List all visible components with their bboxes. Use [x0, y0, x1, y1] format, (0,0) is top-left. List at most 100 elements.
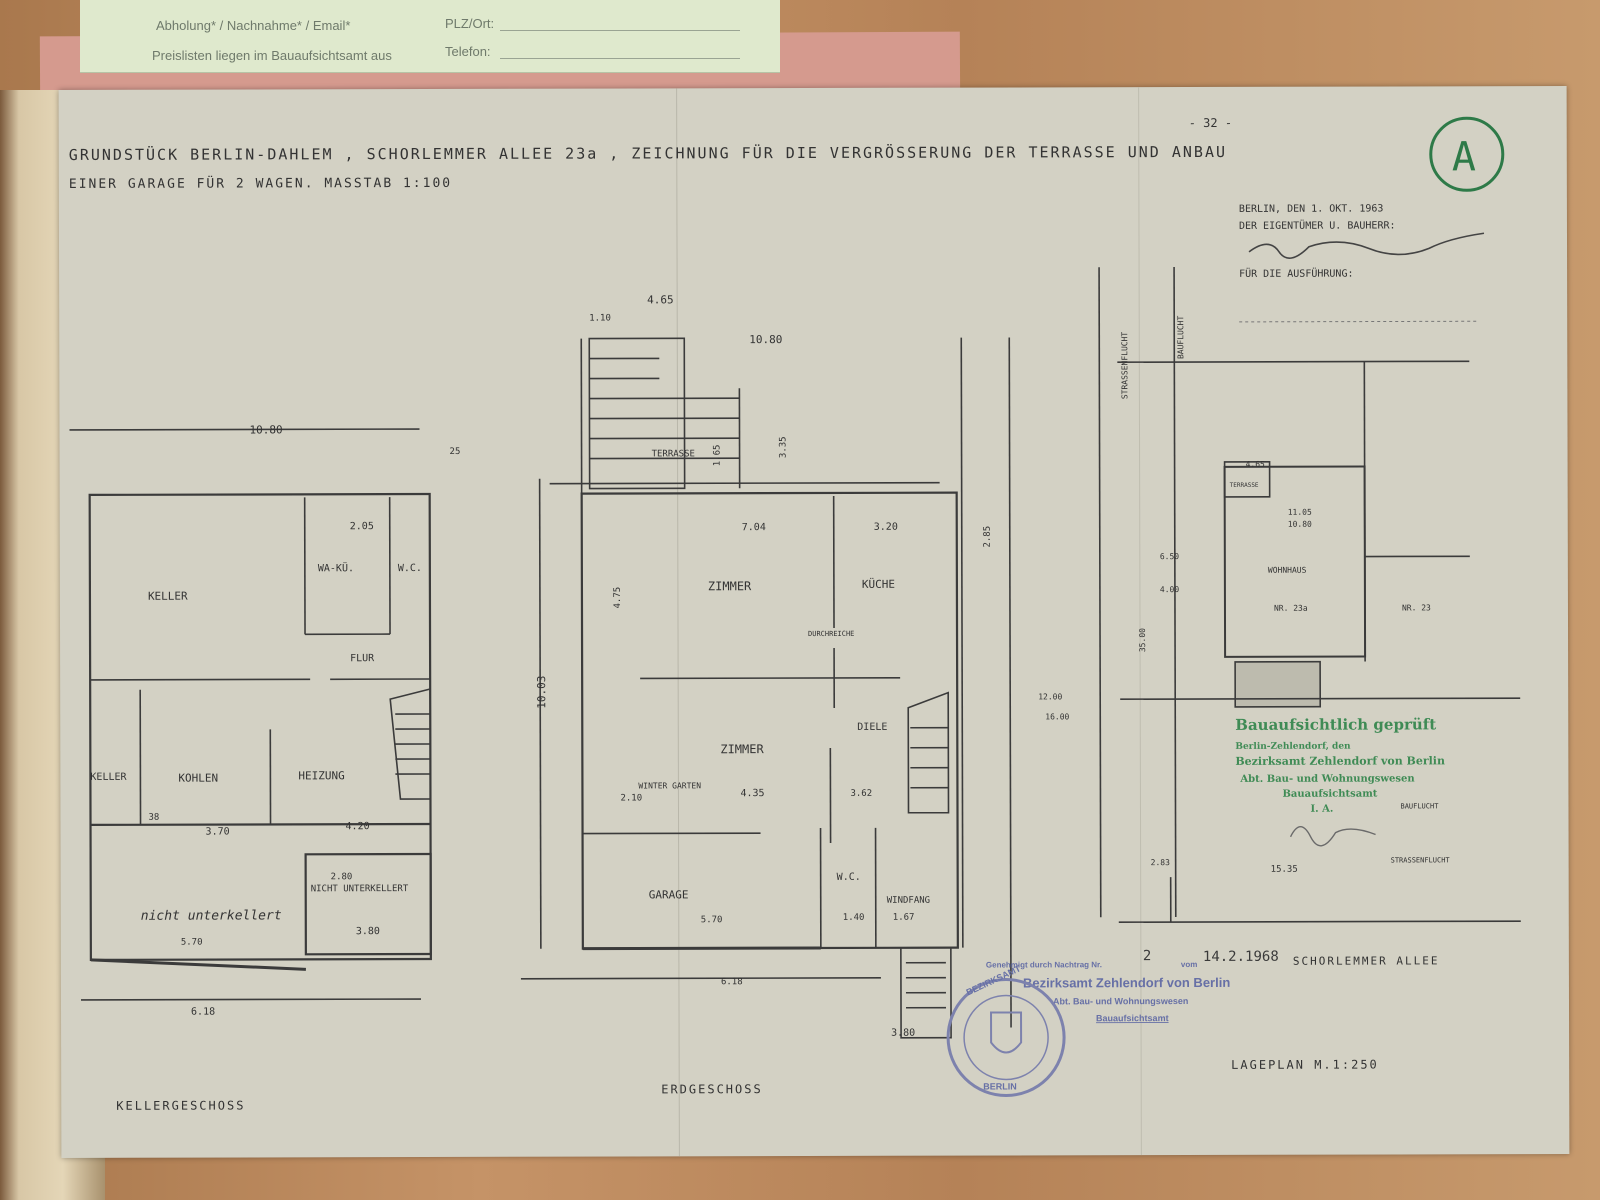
lp-dim-1105: 11.05: [1288, 508, 1312, 517]
stamp-letter: A: [1452, 134, 1476, 180]
keller-room-wc: W.C.: [398, 563, 422, 574]
eg-dim-210: 2.10: [620, 793, 642, 803]
lp-wohnhaus: WOHNHAUS: [1268, 566, 1307, 575]
supplement-stamp-authority: Bauaufsichtsamt: [1096, 1013, 1169, 1023]
supplement-stamp-label: Genehmigt durch Nachtrag Nr.: [986, 960, 1102, 969]
approval-stamp-ia: I. A.: [1310, 804, 1333, 815]
lp-dim-3500: 35.00: [1138, 628, 1147, 652]
supplement-stamp: Genehmigt durch Nachtrag Nr. 2 vom 14.2.…: [986, 948, 1279, 1023]
keller-dim-25: 25: [450, 447, 461, 457]
eg-dim-704: 7.04: [742, 522, 766, 533]
eg-dim-1003: 10.03: [535, 676, 548, 709]
signature-date: BERLIN, DEN 1. OKT. 1963: [1239, 204, 1384, 215]
lp-dim-283: 2.83: [1151, 858, 1170, 867]
eg-dim-320: 3.20: [874, 522, 898, 533]
keller-room-waku: WA-KÜ.: [318, 561, 354, 574]
eg-dim-465: 4.65: [647, 293, 674, 306]
keller-handnote: nicht unterkellert: [141, 908, 282, 923]
lp-dim-465: 4.65: [1246, 460, 1265, 469]
supplement-stamp-dept: Abt. Bau- und Wohnungswesen: [1053, 996, 1188, 1006]
lp-dim-1535: 15.35: [1271, 865, 1298, 875]
keller-room-keller: KELLER: [148, 590, 188, 603]
eg-room-zimmer-2: ZIMMER: [720, 742, 764, 756]
keller-dim-380: 3.80: [356, 926, 380, 937]
eg-dim-285: 2.85: [983, 526, 993, 548]
lp-nr-23a: NR. 23a: [1274, 604, 1308, 613]
eg-dim-165: 1.65: [713, 445, 723, 467]
lp-dim-400: 4.00: [1160, 585, 1179, 594]
lp-bauflucht-h: BAUFLUCHT: [1400, 802, 1439, 810]
page-number: - 32 -: [1189, 116, 1232, 130]
lp-title: LAGEPLAN M.1:250: [1231, 1058, 1379, 1072]
lp-street-name: SCHORLEMMER ALLEE: [1293, 954, 1440, 967]
eg-dim-380: 3.80: [891, 1028, 915, 1039]
slip-label-telefon: Telefon:: [445, 44, 491, 59]
slip-line-delivery: Abholung* / Nachnahme* / Email*: [156, 18, 351, 33]
floor-plan-drawing: GRUNDSTÜCK BERLIN-DAHLEM , SCHORLEMMER A…: [69, 87, 1521, 1157]
eg-dim-435: 4.35: [740, 788, 764, 799]
lp-dim-1200: 12.00: [1038, 692, 1062, 701]
eg-room-terrasse: TERRASSE: [652, 449, 695, 459]
owner-signature: [1248, 232, 1485, 259]
lp-strassenflucht-v: STRASSENFLUCHT: [1120, 332, 1129, 400]
keller-dim-width: 10.80: [249, 423, 282, 436]
keller-room-flur: FLUR: [350, 653, 375, 664]
keller-room-kohlen: KOHLEN: [178, 772, 218, 785]
lp-terrasse: TERRASSE: [1230, 482, 1259, 489]
keller-room-heizung: HEIZUNG: [298, 769, 344, 782]
slip-label-plz: PLZ/Ort:: [445, 16, 495, 31]
seal-bear-shield-icon: [990, 1011, 1023, 1054]
keller-dim-570: 5.70: [181, 938, 203, 948]
eg-room-garage: GARAGE: [649, 888, 689, 901]
keller-dim-38: 38: [148, 813, 159, 823]
keller-dim-370: 3.70: [206, 827, 230, 838]
approval-stamp-office: Bezirksamt Zehlendorf von Berlin: [1235, 754, 1445, 768]
eg-dim-110: 1.10: [589, 314, 611, 324]
eg-dim-362: 3.62: [850, 789, 872, 799]
approval-stamp: Bauaufsichtlich geprüft Berlin-Zehlendor…: [1235, 715, 1445, 847]
eg-room-diele: DIELE: [857, 722, 887, 733]
lp-dim-1080: 10.80: [1288, 520, 1312, 529]
stamp-circle-a: [1429, 116, 1505, 192]
keller-room-nicht-unterkellert: NICHT UNTERKELLERT: [311, 884, 409, 894]
keller-title: KELLERGESCHOSS: [116, 1098, 245, 1112]
approval-signature: [1289, 826, 1376, 847]
price-slip: Abholung* / Nachnahme* / Email* Preislis…: [80, 0, 780, 73]
eg-room-windfang: WINDFANG: [887, 896, 930, 906]
drawing-title: GRUNDSTÜCK BERLIN-DAHLEM , SCHORLEMMER A…: [69, 142, 1227, 164]
approval-stamp-date-label: Berlin-Zehlendorf, den: [1235, 742, 1351, 752]
keller-dim-618: 6.18: [191, 1007, 215, 1018]
slip-line-pricelist: Preislisten liegen im Bauaufsichtsamt au…: [152, 48, 392, 63]
eg-dim-570: 5.70: [701, 915, 723, 925]
eg-room-wc: W.C.: [837, 872, 861, 883]
eg-dim-335: 3.35: [779, 436, 789, 458]
seal-text-bottom: BERLIN: [983, 1081, 1017, 1091]
blueprint-sheet: GRUNDSTÜCK BERLIN-DAHLEM , SCHORLEMMER A…: [58, 86, 1570, 1158]
lp-dim-1600: 16.00: [1045, 712, 1069, 721]
lp-strassenflucht-h: STRASSENFLUCHT: [1391, 856, 1451, 864]
supplement-number: 2: [1143, 948, 1151, 964]
eg-room-kueche: KÜCHE: [862, 578, 895, 591]
lp-nr-23: NR. 23: [1402, 603, 1431, 612]
supplement-date: 14.2.1968: [1203, 949, 1279, 965]
approval-stamp-title: Bauaufsichtlich geprüft: [1235, 715, 1436, 734]
lp-bauflucht-v: BAUFLUCHT: [1176, 315, 1185, 359]
drawing-subtitle: EINER GARAGE FÜR 2 WAGEN. MASSTAB 1:100: [69, 174, 452, 192]
eg-dim-1080: 10.80: [749, 333, 782, 346]
keller-room-keller-2: KELLER: [90, 772, 127, 783]
signature-owner-label: DER EIGENTÜMER U. BAUHERR:: [1239, 218, 1396, 231]
execution-label: FÜR DIE AUSFÜHRUNG:: [1239, 267, 1353, 280]
lp-dim-650: 6.50: [1160, 552, 1179, 561]
supplement-stamp-office: Bezirksamt Zehlendorf von Berlin: [1023, 975, 1230, 991]
approval-stamp-dept: Abt. Bau- und Wohnungswesen: [1239, 773, 1415, 784]
approval-stamp-authority: Bauaufsichtsamt: [1282, 789, 1377, 800]
eg-room-zimmer: ZIMMER: [708, 579, 752, 593]
eg-title: ERDGESCHOSS: [661, 1082, 763, 1096]
keller-dim-420: 4.20: [346, 821, 370, 832]
keller-dim-205: 2.05: [350, 521, 374, 532]
eg-dim-618: 6.18: [721, 977, 743, 987]
eg-dim-475: 4.75: [613, 587, 623, 609]
eg-room-durchreiche: DURCHREICHE: [808, 630, 854, 638]
eg-room-wintergarten: WINTER GARTEN: [638, 781, 701, 790]
eg-dim-167: 1.67: [893, 913, 915, 923]
